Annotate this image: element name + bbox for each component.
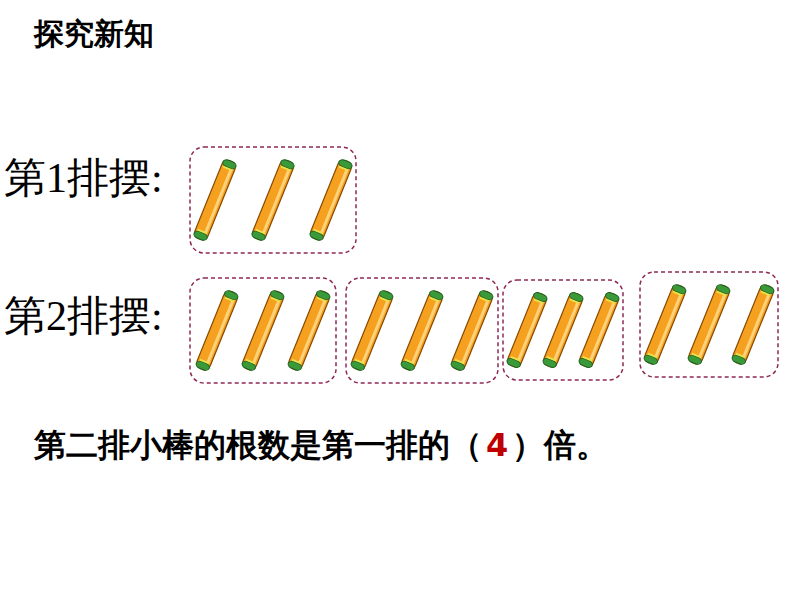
section-title: 探究新知 (34, 14, 154, 55)
sentence-text: 第二排小棒的根数是第一排的（ (34, 424, 482, 468)
group-outline (190, 278, 336, 383)
row-label: 第1排摆: (4, 150, 163, 206)
question-sentence: 第二排小棒的根数是第一排的（4）倍。 (34, 424, 608, 468)
stick (578, 291, 620, 369)
stick (350, 289, 394, 371)
stick (506, 291, 548, 369)
stick (309, 158, 353, 241)
stick (195, 289, 239, 371)
stick (400, 289, 444, 371)
stick (542, 291, 584, 369)
sentence-text: ）倍。 (512, 424, 608, 468)
answer-number: 4 (482, 426, 512, 464)
stick (241, 289, 285, 371)
stick (731, 283, 775, 365)
stick (193, 158, 237, 241)
stick (643, 283, 687, 365)
group-outline (190, 147, 356, 253)
stick (287, 289, 331, 371)
group-outline (503, 280, 623, 380)
row-label: 第2排摆: (4, 288, 163, 344)
stick (687, 283, 731, 365)
group-outline (640, 272, 778, 377)
group-outline (346, 278, 498, 383)
stick (450, 289, 494, 371)
stick (251, 158, 295, 241)
